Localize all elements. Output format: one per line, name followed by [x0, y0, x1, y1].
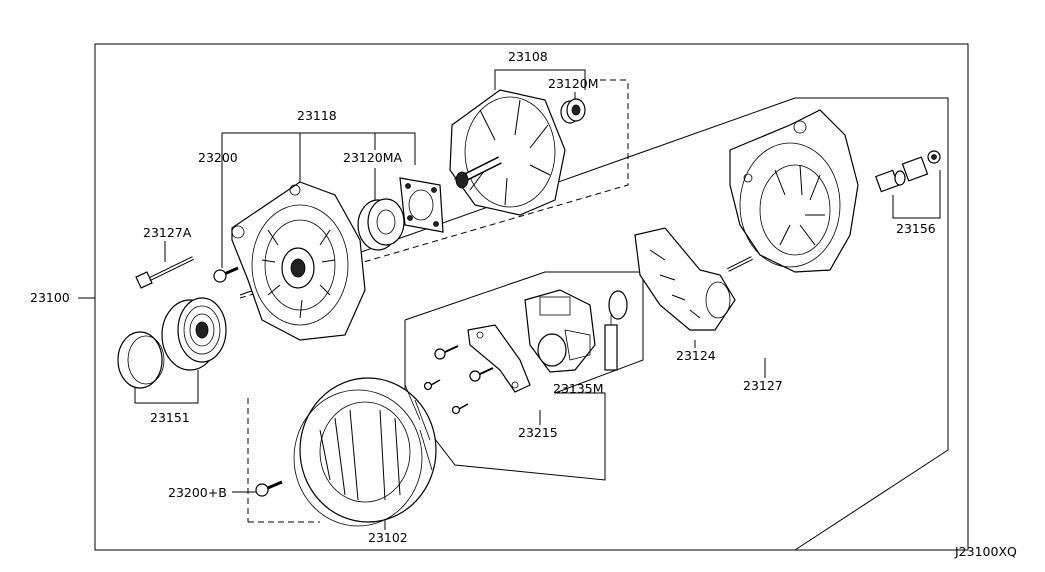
label-23102: 23102: [368, 530, 408, 545]
label-23135M: 23135M: [553, 381, 604, 396]
label-23127A: 23127A: [143, 225, 192, 240]
label-23108: 23108: [508, 49, 548, 64]
regulator-screws: [423, 345, 494, 415]
label-23127: 23127: [743, 378, 783, 393]
rectifier: [634, 227, 753, 331]
rotor-dashed-outline: [239, 80, 629, 299]
front-screw: [213, 266, 239, 283]
bearing-retainer: [399, 177, 444, 233]
stator-screw: [255, 480, 283, 497]
bracket-23151: [134, 370, 199, 404]
pulley-cap: [117, 331, 165, 389]
front-housing: [231, 181, 366, 341]
bracket-23156: [892, 170, 941, 219]
rear-cover: [729, 109, 859, 273]
rear-group-outline: [239, 97, 949, 551]
pulley: [161, 297, 227, 371]
bracket-23118: [221, 132, 416, 190]
brush-holder: [604, 290, 628, 371]
front-bearing: [357, 198, 405, 251]
outer-frame: [94, 43, 969, 551]
through-bolt: [135, 256, 194, 289]
label-23100: 23100: [30, 290, 70, 305]
label-23151: 23151: [150, 410, 190, 425]
label-23200: 23200: [198, 150, 238, 165]
diagram-code: J23100XQ: [954, 544, 1017, 559]
label-23156: 23156: [896, 221, 936, 236]
terminal-set: [875, 150, 941, 193]
label-23124: 23124: [676, 348, 716, 363]
label-23215: 23215: [518, 425, 558, 440]
regulator-bracket: [467, 324, 531, 393]
label-23120M: 23120M: [548, 76, 599, 91]
label-23120MA: 23120MA: [343, 150, 403, 165]
rear-bearing: [560, 98, 586, 124]
label-23200-b: 23200+B: [168, 485, 227, 500]
voltage-regulator: [524, 289, 596, 373]
label-23118: 23118: [297, 108, 337, 123]
stator: [293, 377, 437, 527]
bracket-23108: [494, 69, 586, 90]
rotor: [449, 89, 566, 216]
